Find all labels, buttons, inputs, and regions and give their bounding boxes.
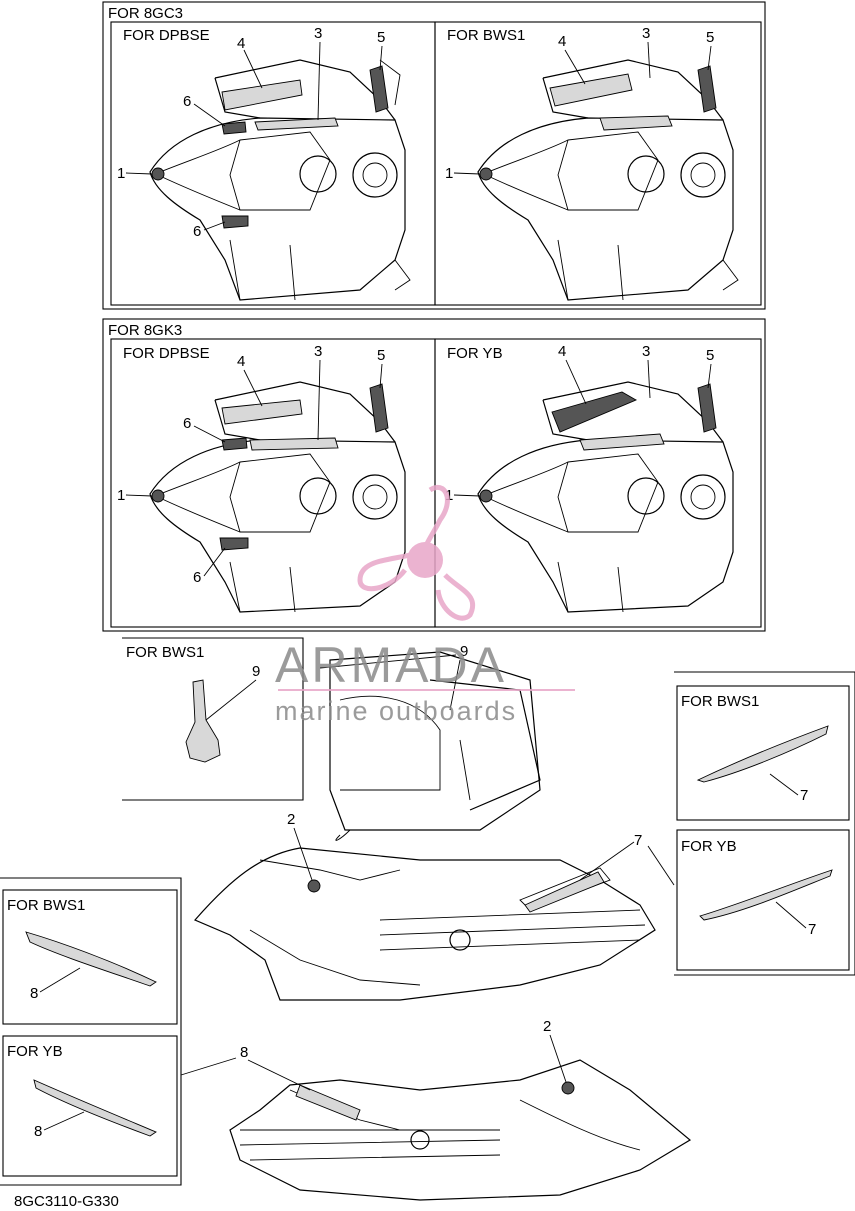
decal-3 bbox=[579, 433, 665, 451]
watermark-brand: ARMADA bbox=[275, 637, 507, 693]
callout-8: 8 bbox=[34, 1123, 42, 1140]
callout-6-upper: 6 bbox=[183, 415, 191, 432]
decal-9 bbox=[185, 679, 221, 763]
decal-7-yb bbox=[699, 869, 833, 921]
callout-7: 7 bbox=[634, 832, 642, 849]
decal-4 bbox=[221, 79, 303, 111]
decal-3 bbox=[599, 115, 673, 131]
callout-1: 1 bbox=[117, 165, 125, 182]
group-8gc3: FOR 8GC3 FOR DPBSE FOR BWS1 1 4 bbox=[102, 1, 766, 310]
callout-2: 2 bbox=[543, 1018, 551, 1035]
decal-6-upper bbox=[221, 437, 248, 451]
decal-4 bbox=[551, 391, 638, 433]
panel-8gc3-bws1 bbox=[434, 21, 762, 306]
decal-1 bbox=[151, 489, 165, 503]
craft-side-view-left: 2 8 bbox=[180, 1018, 692, 1201]
callout-5: 5 bbox=[377, 29, 385, 46]
decal-5 bbox=[697, 65, 717, 113]
decal-1 bbox=[479, 489, 493, 503]
panel-decal7-group: FOR BWS1 FOR YB 7 7 bbox=[674, 671, 855, 976]
decal-8 bbox=[295, 1084, 361, 1121]
panel-left-bws1-label: FOR BWS1 bbox=[7, 897, 85, 914]
craft-side-view-right: 2 7 bbox=[194, 811, 675, 1001]
decal-2 bbox=[307, 879, 321, 893]
panel-bws1-handle-label: FOR BWS1 bbox=[126, 644, 204, 661]
decal-8-bws1 bbox=[25, 931, 157, 987]
decal-5 bbox=[369, 65, 389, 113]
panel-bws1-handle: FOR BWS1 9 bbox=[122, 637, 304, 801]
panel-left-bws1 bbox=[2, 889, 178, 1025]
callout-1: 1 bbox=[445, 165, 453, 182]
callout-9: 9 bbox=[460, 643, 468, 660]
armada-watermark: ARMADA marine outboards bbox=[275, 484, 575, 726]
callout-9: 9 bbox=[252, 663, 260, 680]
callout-3: 3 bbox=[642, 25, 650, 42]
callout-3: 3 bbox=[314, 343, 322, 360]
callout-4: 4 bbox=[237, 353, 245, 370]
decal-6-lower bbox=[219, 537, 249, 551]
decal-8-yb bbox=[33, 1079, 157, 1137]
craft-rear-view: 9 bbox=[319, 643, 541, 841]
panel-8gk3-yb-label: FOR YB bbox=[447, 345, 503, 362]
craft-top-view bbox=[477, 59, 739, 301]
decal-6-upper bbox=[221, 121, 247, 135]
craft-top-view bbox=[149, 59, 411, 301]
panel-left-yb bbox=[2, 1035, 178, 1177]
callout-6-lower: 6 bbox=[193, 223, 201, 240]
group-8gk3: FOR 8GK3 FOR DPBSE FOR YB 1 4 3 5 bbox=[102, 318, 766, 632]
panel-right-yb-label: FOR YB bbox=[681, 838, 737, 855]
decal-5 bbox=[369, 383, 389, 433]
decal-3 bbox=[254, 117, 339, 131]
callout-1: 1 bbox=[117, 487, 125, 504]
decal-1 bbox=[151, 167, 165, 181]
callout-3: 3 bbox=[314, 25, 322, 42]
callout-8: 8 bbox=[30, 985, 38, 1002]
callout-4: 4 bbox=[237, 35, 245, 52]
panel-right-bws1-label: FOR BWS1 bbox=[681, 693, 759, 710]
decal-3 bbox=[249, 437, 339, 451]
callout-6-upper: 6 bbox=[183, 93, 191, 110]
callout-6-lower: 6 bbox=[193, 569, 201, 586]
panel-bws1-handle-frame bbox=[122, 637, 304, 801]
callout-7: 7 bbox=[800, 787, 808, 804]
callout-5: 5 bbox=[706, 29, 714, 46]
callout-5: 5 bbox=[706, 347, 714, 364]
decal-4 bbox=[549, 73, 633, 107]
panel-left-yb-label: FOR YB bbox=[7, 1043, 63, 1060]
panel-decal7-frame bbox=[674, 671, 855, 976]
callout-3: 3 bbox=[642, 343, 650, 360]
panel-decal8-group: FOR BWS1 FOR YB 8 8 bbox=[0, 877, 182, 1186]
callout-8: 8 bbox=[240, 1044, 248, 1061]
panel-right-yb bbox=[676, 829, 850, 971]
group-8gk3-frame bbox=[102, 318, 766, 632]
callout-4: 4 bbox=[558, 33, 566, 50]
panel-8gc3-dpbse-label: FOR DPBSE bbox=[123, 27, 210, 44]
panel-right-bws1 bbox=[676, 685, 850, 821]
group-8gk3-title: FOR 8GK3 bbox=[108, 322, 182, 339]
panel-8gc3-bws1-label: FOR BWS1 bbox=[447, 27, 525, 44]
group-8gc3-title: FOR 8GC3 bbox=[108, 5, 183, 22]
decal-4 bbox=[221, 399, 303, 425]
diagram-code: 8GC3110-G330 bbox=[14, 1193, 119, 1210]
panel-8gk3-yb bbox=[434, 338, 762, 628]
callout-4: 4 bbox=[558, 343, 566, 360]
panel-decal8-frame bbox=[0, 877, 182, 1186]
propeller-logo-icon bbox=[357, 484, 476, 621]
callout-7: 7 bbox=[808, 921, 816, 938]
watermark-tagline: marine outboards bbox=[275, 696, 517, 726]
decal-6-lower bbox=[221, 215, 249, 229]
decal-7-bws1 bbox=[696, 725, 829, 783]
callout-2: 2 bbox=[287, 811, 295, 828]
panel-8gk3-dpbse-label: FOR DPBSE bbox=[123, 345, 210, 362]
decal-7 bbox=[524, 871, 605, 913]
callout-5: 5 bbox=[377, 347, 385, 364]
craft-top-view bbox=[477, 381, 734, 613]
group-8gc3-frame bbox=[102, 1, 766, 310]
decal-2 bbox=[561, 1081, 575, 1095]
decal-5 bbox=[697, 383, 717, 433]
decal-1 bbox=[479, 167, 493, 181]
